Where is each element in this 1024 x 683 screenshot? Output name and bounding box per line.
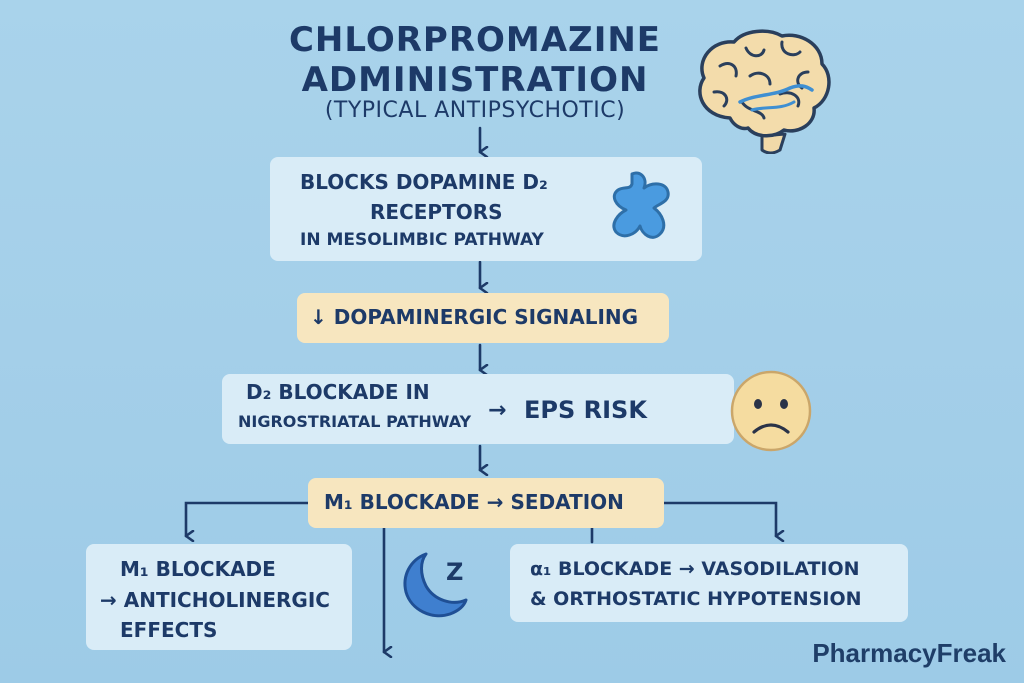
nigro-line-2: NIGROSTRIATAL PATHWAY xyxy=(238,412,472,431)
receptor-icon xyxy=(612,171,670,239)
d2-block-line-2: RECEPTORS xyxy=(370,200,503,224)
alpha1-box xyxy=(510,544,908,622)
signaling-label: ↓ DOPAMINERGIC SIGNALING xyxy=(310,305,639,329)
d2-block-line-3: IN MESOLIMBIC PATHWAY xyxy=(300,230,544,250)
title-line-1: CHLORPROMAZINE xyxy=(288,20,662,60)
watermark-logo: PharmacyFreak xyxy=(812,638,1006,668)
m1-sedation-box xyxy=(308,478,664,528)
m1-sedation-label: M₁ BLOCKADE → SEDATION xyxy=(324,490,624,514)
moon-icon xyxy=(403,552,468,618)
d2-block-line-1: BLOCKS DOPAMINE D₂ xyxy=(300,170,548,194)
sleep-z-label: Z xyxy=(446,558,464,586)
title-subtitle: (TYPICAL ANTIPSYCHOTIC) xyxy=(324,98,626,123)
signaling-box xyxy=(297,293,669,343)
sad-face-icon xyxy=(730,370,812,452)
nigro-arrow: → xyxy=(488,398,507,423)
m1-anticholinergic-line-1: M₁ BLOCKADE xyxy=(120,557,276,581)
arrow-m1-to-left xyxy=(184,501,310,536)
m1-anticholinergic-line-3: EFFECTS xyxy=(120,618,218,642)
nigro-box xyxy=(222,374,734,444)
brain-icon xyxy=(698,29,831,154)
arrow-m1-to-right xyxy=(662,501,776,536)
m1-anticholinergic-box xyxy=(86,544,352,650)
alpha1-line-2: & ORTHOSTATIC HYPOTENSION xyxy=(530,588,862,610)
nigro-line-1: D₂ BLOCKADE IN xyxy=(246,380,430,404)
title-line-2: ADMINISTRATION xyxy=(301,60,649,100)
alpha1-line-1: α₁ BLOCKADE → VASODILATION xyxy=(530,558,860,580)
eps-risk-label: EPS RISK xyxy=(524,396,647,424)
m1-anticholinergic-line-2: → ANTICHOLINERGIC xyxy=(100,588,330,612)
